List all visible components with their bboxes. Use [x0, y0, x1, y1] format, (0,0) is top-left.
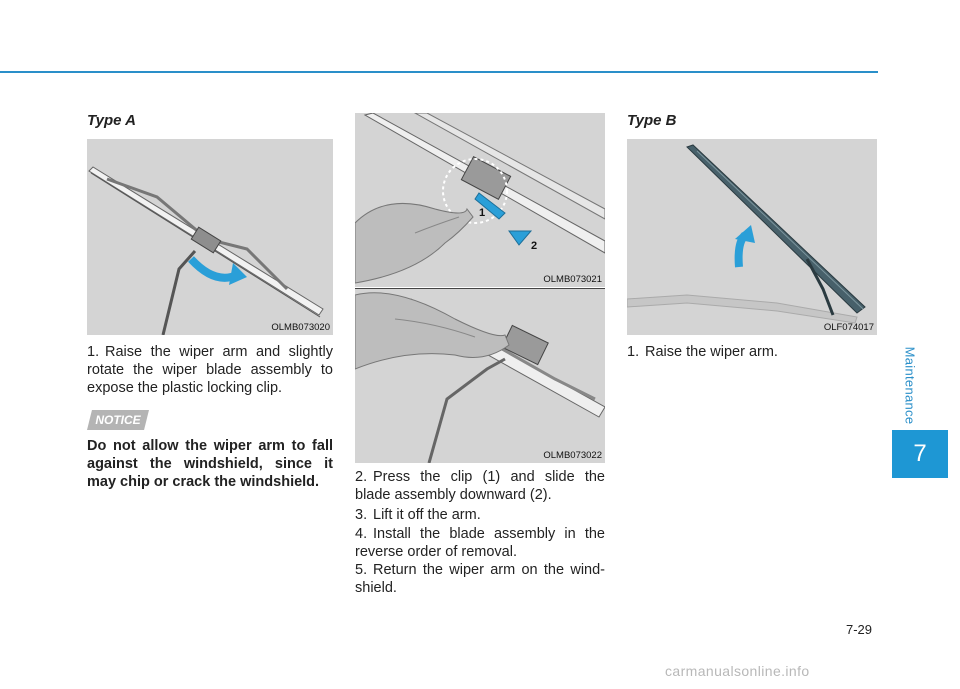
step-number: 1.	[627, 344, 640, 360]
notice-badge: NOTICE	[87, 410, 149, 430]
step-4: 4.Install the blade assembly in the reve…	[355, 525, 605, 561]
figure-code: OLMB073020	[271, 322, 330, 333]
step-2: 2.Press the clip (1) and slide the blade…	[355, 468, 605, 504]
blade-slide-figure: OLMB073022	[355, 288, 605, 463]
figure-code: OLF074017	[823, 322, 874, 333]
step-5: 5.Return the wiper arm on the wind-shiel…	[355, 561, 605, 597]
notice-text: Do not allow the wiper arm to fall again…	[87, 438, 333, 490]
page-number: 7-29	[846, 622, 873, 637]
callout-1: 1	[479, 207, 486, 219]
step-text: Raise the wiper arm and slightly rotate …	[87, 344, 333, 396]
step-text: Press the clip (1) and slide the blade a…	[355, 469, 605, 503]
chapter-number-tab: 7	[892, 430, 948, 478]
step-number: 4.	[355, 526, 368, 542]
clip-press-figure: 1 2 OLMB073021	[355, 113, 605, 287]
step-text: Install the blade assembly in the revers…	[355, 526, 605, 560]
figure-code: OLMB073021	[543, 274, 602, 285]
header-rule	[0, 71, 878, 73]
callout-2: 2	[531, 240, 538, 252]
step-1-type-b: 1. Raise the wiper arm.	[627, 343, 877, 361]
type-b-figure: OLF074017	[627, 139, 877, 335]
type-a-figure: OLMB073020	[87, 139, 333, 335]
type-b-title: Type B	[627, 112, 677, 129]
step-text: Raise the wiper arm.	[645, 344, 778, 360]
step-number: 3.	[355, 507, 368, 523]
step-number: 2.	[355, 469, 368, 485]
step-text: Lift it off the arm.	[373, 507, 481, 523]
step-3: 3. Lift it off the arm.	[355, 506, 605, 524]
step-1-type-a: 1.Raise the wiper arm and slightly rotat…	[87, 343, 333, 397]
step-text: Return the wiper arm on the wind-shield.	[355, 562, 605, 596]
watermark: carmanualsonline.info	[665, 663, 810, 679]
step-number: 5.	[355, 562, 368, 578]
type-a-title: Type A	[87, 112, 136, 129]
figure-code: OLMB073022	[543, 450, 602, 461]
chapter-label-text: Maintenance	[902, 346, 918, 424]
chapter-side-label: Maintenance	[899, 330, 921, 440]
step-number: 1.	[87, 344, 100, 360]
